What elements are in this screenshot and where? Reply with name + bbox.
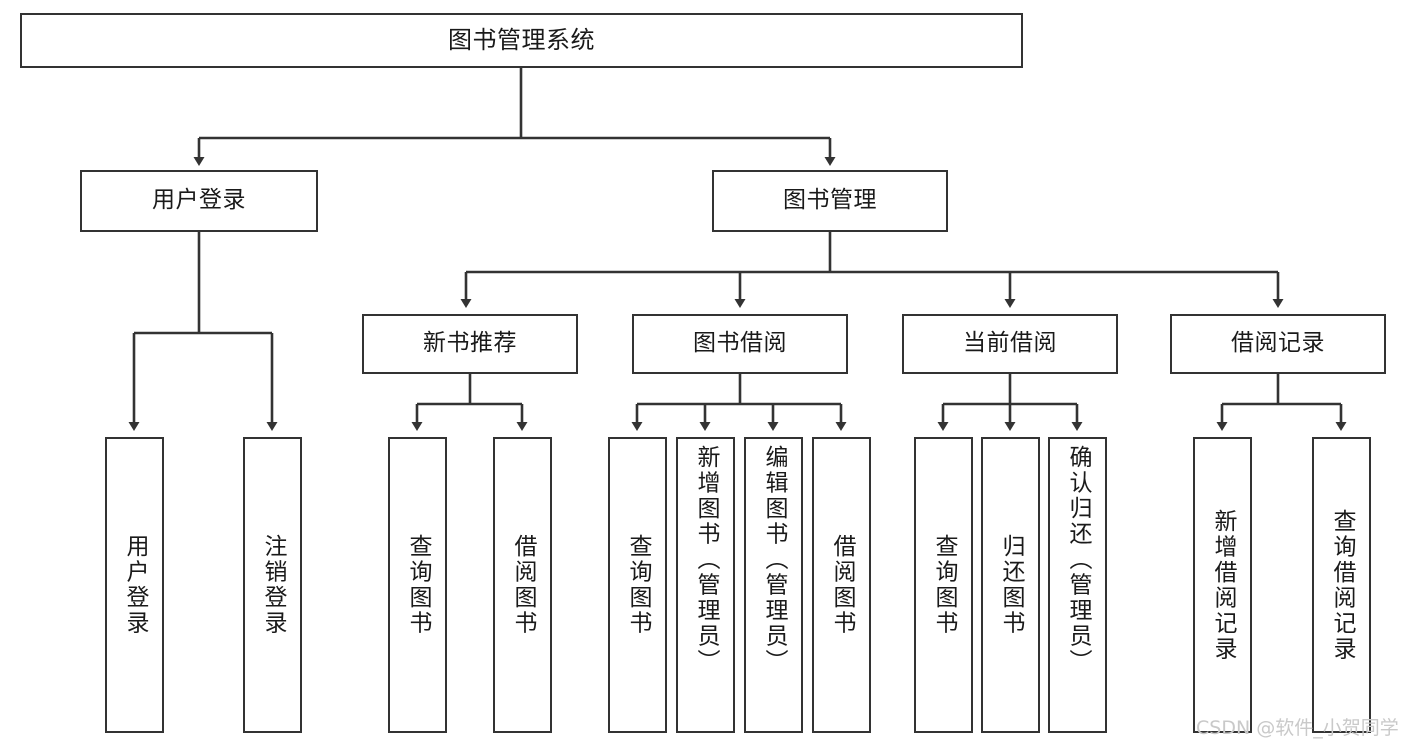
leaf-current-confirm-return-admin[interactable]: 确认归还（管理员） (1048, 437, 1107, 733)
node-label: 查询借阅记录 (1329, 508, 1355, 662)
leaf-current-return-book[interactable]: 归还图书 (981, 437, 1040, 733)
node-label: 图书管理系统 (448, 26, 595, 55)
leaf-borrow-add-book-admin[interactable]: 新增图书（管理员） (676, 437, 735, 733)
node-label: 新书推荐 (423, 330, 517, 357)
node-label: 当前借阅 (963, 330, 1057, 357)
leaf-records-add-record[interactable]: 新增借阅记录 (1193, 437, 1252, 733)
leaf-borrow-edit-book-admin[interactable]: 编辑图书（管理员） (744, 437, 803, 733)
node-label: 借阅图书 (510, 534, 536, 636)
leaf-recommend-borrow-book[interactable]: 借阅图书 (493, 437, 552, 733)
node-label: 图书借阅 (693, 330, 787, 357)
node-book-management[interactable]: 图书管理 (712, 170, 948, 232)
node-label: 查询图书 (625, 534, 651, 636)
leaf-records-query-record[interactable]: 查询借阅记录 (1312, 437, 1371, 733)
node-label: 新增借阅记录 (1210, 508, 1236, 662)
leaf-recommend-query-book[interactable]: 查询图书 (388, 437, 447, 733)
node-current-borrow[interactable]: 当前借阅 (902, 314, 1118, 374)
node-root-system[interactable]: 图书管理系统 (20, 13, 1023, 68)
leaf-borrow-borrow-book[interactable]: 借阅图书 (812, 437, 871, 733)
node-label: 用户登录 (152, 187, 246, 214)
leaf-borrow-query-book[interactable]: 查询图书 (608, 437, 667, 733)
node-label: 图书管理 (783, 187, 877, 214)
node-label: 用户登录 (122, 534, 148, 636)
leaf-user-login-logout[interactable]: 注销登录 (243, 437, 302, 733)
node-new-book-recommend[interactable]: 新书推荐 (362, 314, 578, 374)
node-label: 查询图书 (405, 534, 431, 636)
node-label: 查询图书 (931, 534, 957, 636)
csdn-watermark: CSDN @软件_小贺同学 (1196, 717, 1399, 739)
node-label: 注销登录 (260, 534, 286, 636)
node-label: 借阅记录 (1231, 330, 1325, 357)
node-label: 归还图书 (998, 534, 1024, 636)
node-label: 借阅图书 (829, 534, 855, 636)
node-label: 新增图书（管理员） (693, 445, 719, 675)
node-book-borrow[interactable]: 图书借阅 (632, 314, 848, 374)
node-label: 编辑图书（管理员） (761, 445, 787, 675)
leaf-current-query-book[interactable]: 查询图书 (914, 437, 973, 733)
node-borrow-records[interactable]: 借阅记录 (1170, 314, 1386, 374)
node-label: 确认归还（管理员） (1065, 445, 1091, 675)
node-user-login[interactable]: 用户登录 (80, 170, 318, 232)
leaf-user-login-login[interactable]: 用户登录 (105, 437, 164, 733)
